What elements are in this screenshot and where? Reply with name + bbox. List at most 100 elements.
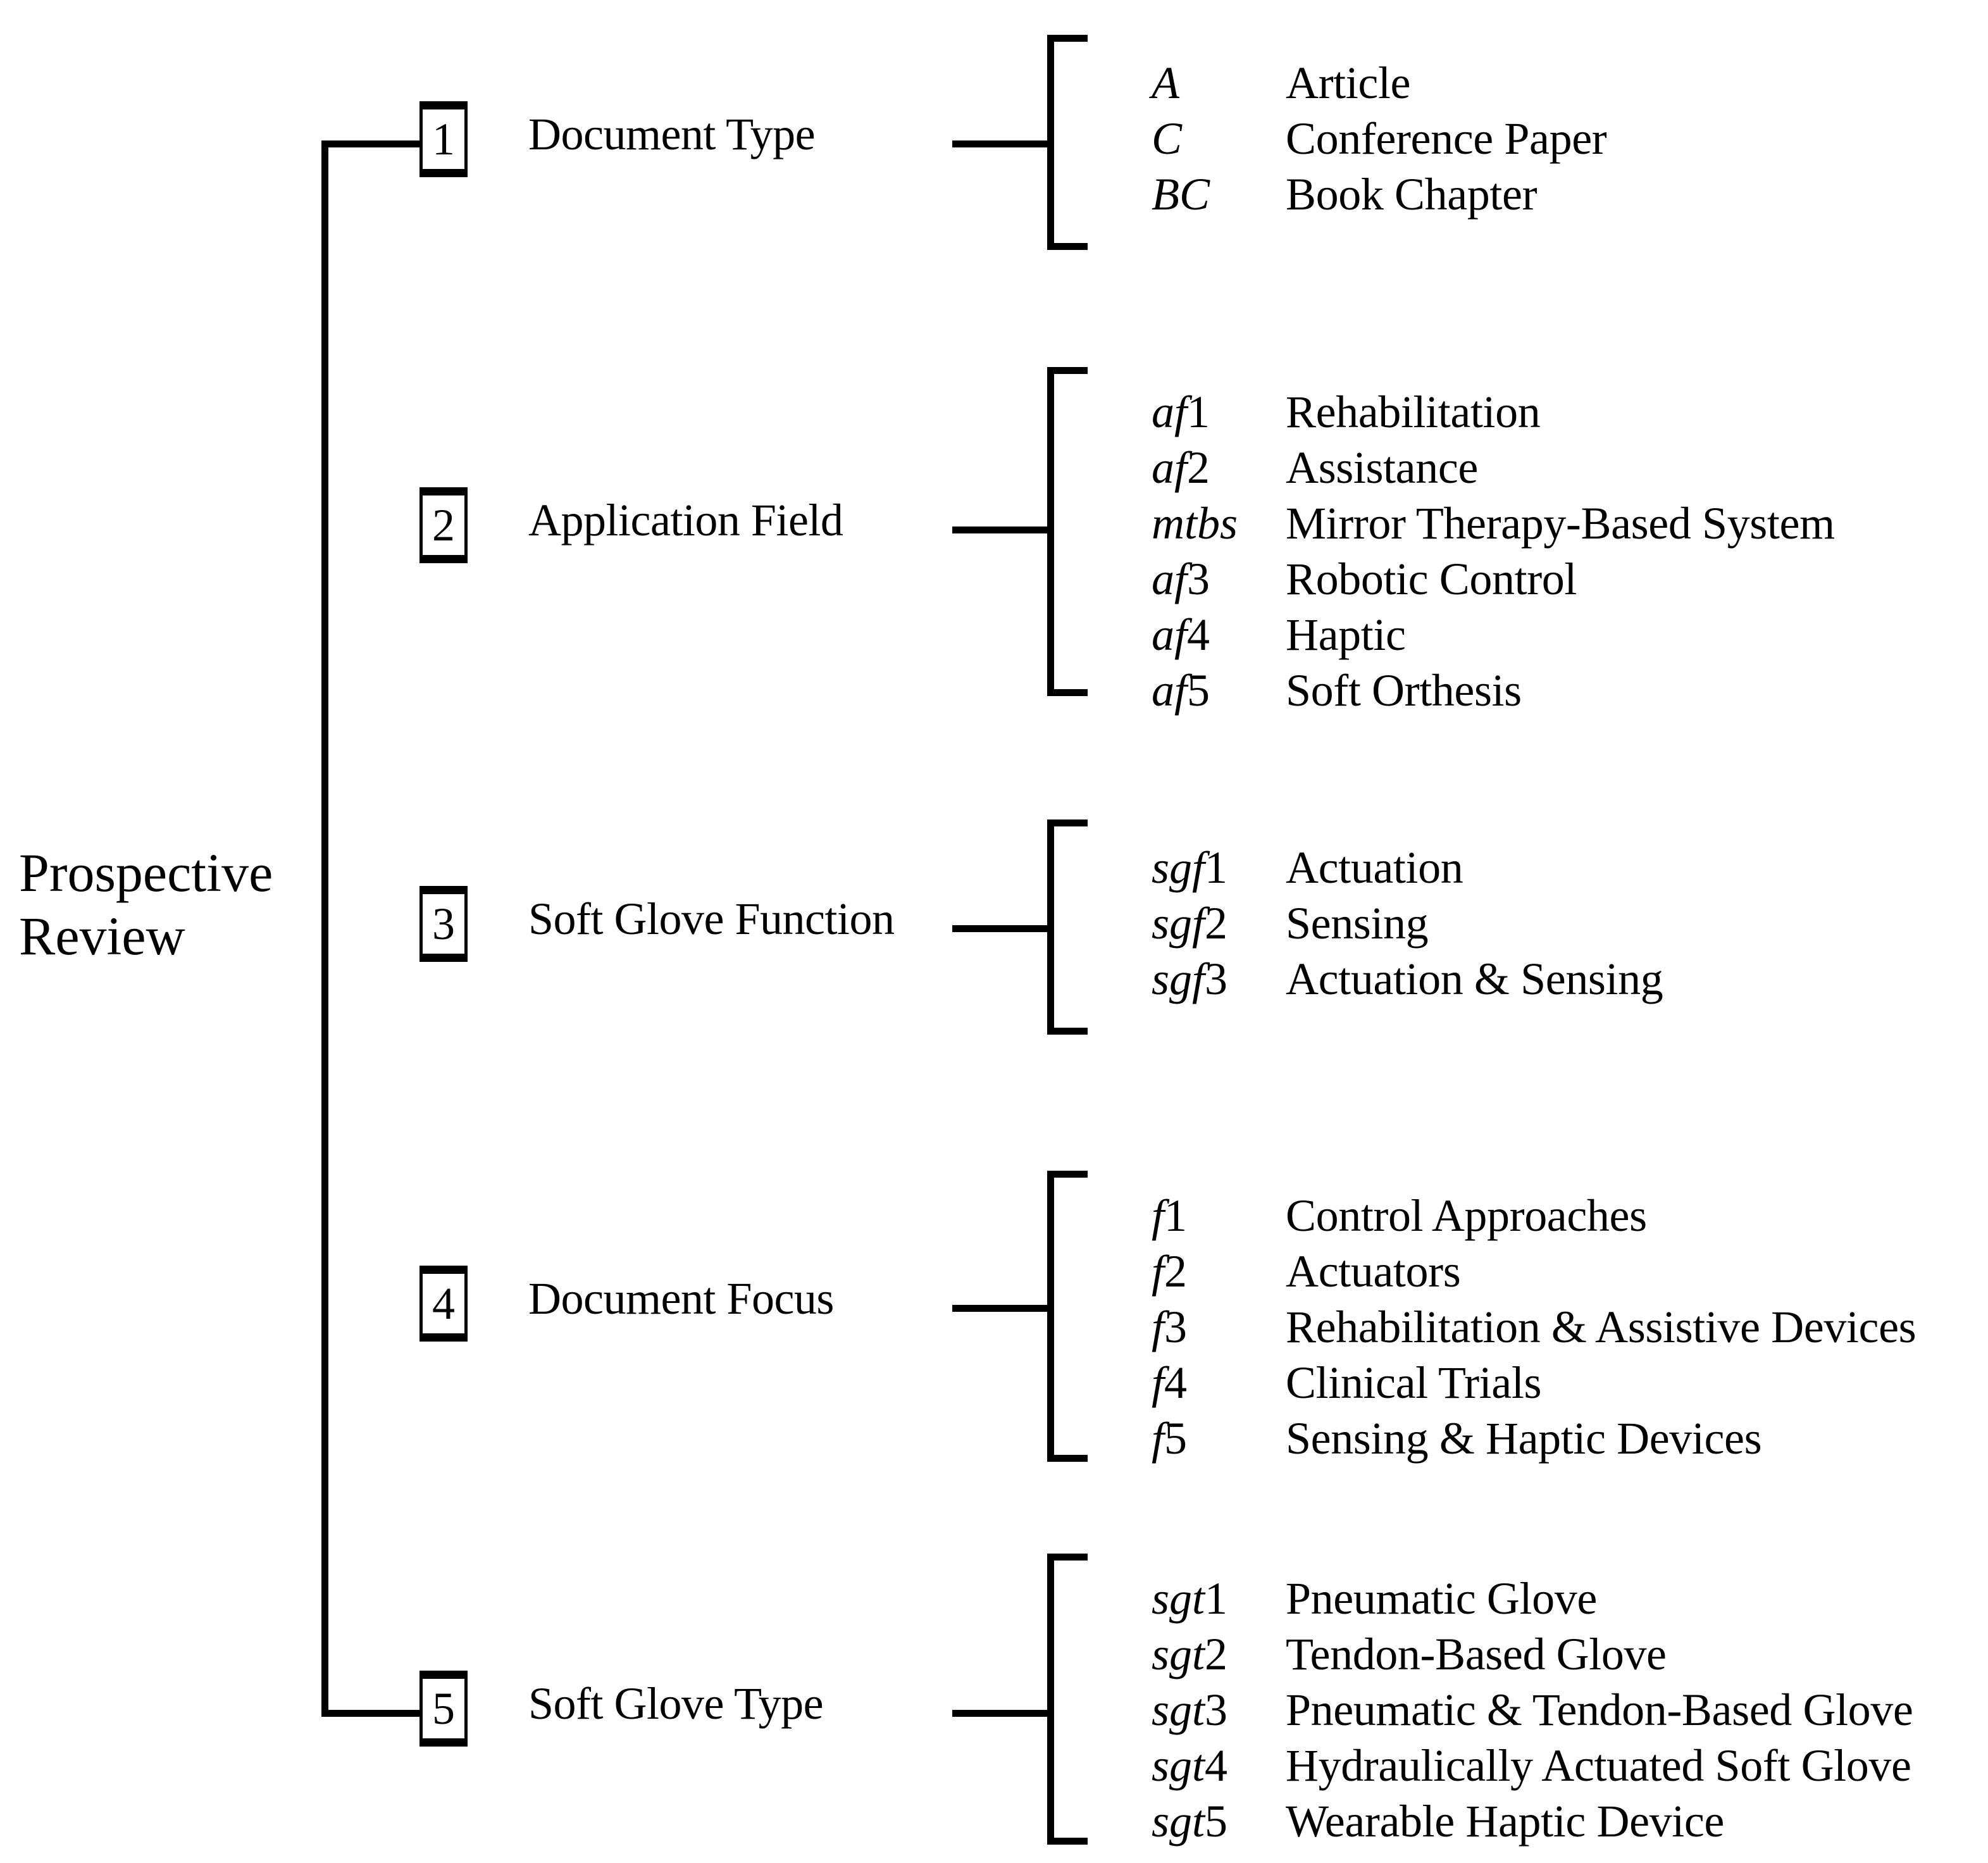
branch-number: 2 (432, 500, 455, 551)
item-code-prefix: sgt (1152, 1796, 1205, 1847)
item-code: sgf1 (1152, 845, 1286, 890)
item-code-index: 3 (1205, 1685, 1228, 1735)
item-code-prefix: af (1152, 442, 1188, 493)
item-code: BC (1152, 171, 1286, 217)
branch-connector-5 (952, 1710, 1052, 1717)
branch-connector-3 (952, 925, 1052, 932)
item-code-prefix: f (1152, 1246, 1165, 1297)
item-row: BC Book Chapter (1152, 171, 1606, 227)
item-code-prefix: A (1152, 58, 1179, 108)
item-label: Soft Orthesis (1286, 665, 1522, 716)
branch-number: 5 (432, 1683, 455, 1734)
trunk-elbow-top (321, 140, 419, 147)
branch-connector-4 (952, 1305, 1052, 1312)
item-code: f2 (1152, 1249, 1286, 1294)
branch-connector-2 (952, 526, 1052, 533)
group-bracket-3 (1047, 819, 1088, 1035)
item-code-index: 3 (1187, 554, 1210, 604)
item-code-index: 2 (1164, 1246, 1188, 1297)
item-code-index: 5 (1187, 665, 1210, 716)
item-code-index: 4 (1164, 1357, 1188, 1408)
item-code-index: 3 (1164, 1302, 1188, 1352)
item-code-index: 5 (1164, 1413, 1188, 1464)
item-code-prefix: sgf (1152, 898, 1205, 949)
item-label: Robotic Control (1286, 554, 1577, 604)
item-code-index: 1 (1205, 842, 1228, 893)
item-code-index: 2 (1187, 442, 1210, 493)
item-code-index: 2 (1205, 1629, 1228, 1679)
item-code-prefix: af (1152, 609, 1188, 660)
branch-number-box-3[interactable]: 3 (419, 886, 468, 962)
item-code-index: 4 (1205, 1740, 1228, 1791)
item-code-prefix: f (1152, 1302, 1165, 1352)
item-label: Rehabilitation (1286, 387, 1541, 437)
item-code-prefix: sgf (1152, 954, 1205, 1004)
group-bracket-1 (1047, 35, 1088, 250)
item-code-index: 1 (1205, 1573, 1228, 1624)
item-label: Article (1286, 58, 1411, 108)
item-code: f4 (1152, 1360, 1286, 1405)
branch-number-box-1[interactable]: 1 (419, 101, 468, 177)
item-label: Actuation (1286, 842, 1463, 893)
item-code: af2 (1152, 445, 1286, 490)
root-label: Prospective Review (19, 842, 273, 966)
item-label: Tendon-Based Glove (1286, 1629, 1667, 1679)
item-label: Hydraulically Actuated Soft Glove (1286, 1740, 1911, 1791)
group-bracket-5 (1047, 1554, 1088, 1845)
item-code: A (1152, 60, 1286, 106)
branch-number-box-2[interactable]: 2 (419, 487, 468, 563)
branch-title-1: Document Type (528, 109, 816, 159)
item-code: af3 (1152, 556, 1286, 602)
item-code: sgf2 (1152, 900, 1286, 946)
item-code: sgt1 (1152, 1576, 1286, 1621)
branch-number: 3 (432, 899, 455, 949)
item-label: Clinical Trials (1286, 1357, 1542, 1408)
item-code-prefix: sgt (1152, 1629, 1205, 1679)
item-code-prefix: mtbs (1152, 498, 1238, 549)
item-code-prefix: sgt (1152, 1740, 1205, 1791)
item-label: Sensing (1286, 898, 1429, 949)
branch-title-3: Soft Glove Function (528, 894, 895, 944)
branch-number: 4 (432, 1278, 455, 1329)
item-code-prefix: f (1152, 1357, 1165, 1408)
item-code-index: 1 (1187, 387, 1210, 437)
item-code: sgt2 (1152, 1631, 1286, 1677)
item-row: A Article (1152, 60, 1606, 116)
item-code-prefix: af (1152, 387, 1188, 437)
item-label: Assistance (1286, 442, 1478, 493)
item-code-prefix: BC (1152, 169, 1210, 220)
branch-number-box-4[interactable]: 4 (419, 1266, 468, 1342)
item-label: Pneumatic Glove (1286, 1573, 1597, 1624)
item-code: mtbs (1152, 501, 1286, 546)
item-label: Book Chapter (1286, 169, 1538, 220)
trunk-line (321, 140, 328, 1717)
item-label: Pneumatic & Tendon-Based Glove (1286, 1685, 1913, 1735)
item-code-prefix: af (1152, 554, 1188, 604)
branch-number-box-5[interactable]: 5 (419, 1671, 468, 1747)
item-code: C (1152, 116, 1286, 161)
item-label: Actuators (1286, 1246, 1461, 1297)
item-code: af4 (1152, 612, 1286, 657)
item-code-prefix: f (1152, 1190, 1165, 1241)
item-code-index: 4 (1187, 609, 1210, 660)
item-code: f5 (1152, 1416, 1286, 1461)
item-code-index: 2 (1205, 898, 1228, 949)
item-code-index: 3 (1205, 954, 1228, 1004)
item-label: Mirror Therapy-Based System (1286, 498, 1835, 549)
item-code: af5 (1152, 668, 1286, 713)
branch-title-2: Application Field (528, 495, 843, 545)
item-row: sgt4 Hydraulically Actuated Soft Glove (1152, 1743, 1913, 1798)
item-code: sgt3 (1152, 1687, 1286, 1733)
